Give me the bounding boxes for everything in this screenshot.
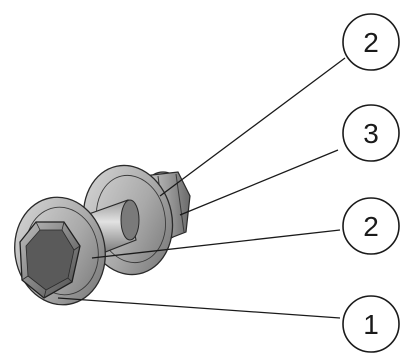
callout-label-4: 1 [363,309,379,340]
leader-line-callout-4 [57,297,341,319]
callout-balloon-1: 2 [342,13,400,71]
leader-line-callout-3 [91,229,341,259]
leader-lines [57,57,346,319]
callout-label-3: 2 [363,211,379,242]
leader-line-callout-1 [159,57,346,197]
bolt-head-part [19,221,81,299]
callout-balloon-3: 2 [342,197,400,255]
callout-label-1: 2 [363,27,379,58]
leader-line-callout-2 [179,149,339,216]
callout-balloon-4: 1 [342,295,400,353]
callout-label-2: 3 [363,118,379,149]
callout-balloon-2: 3 [342,104,400,162]
